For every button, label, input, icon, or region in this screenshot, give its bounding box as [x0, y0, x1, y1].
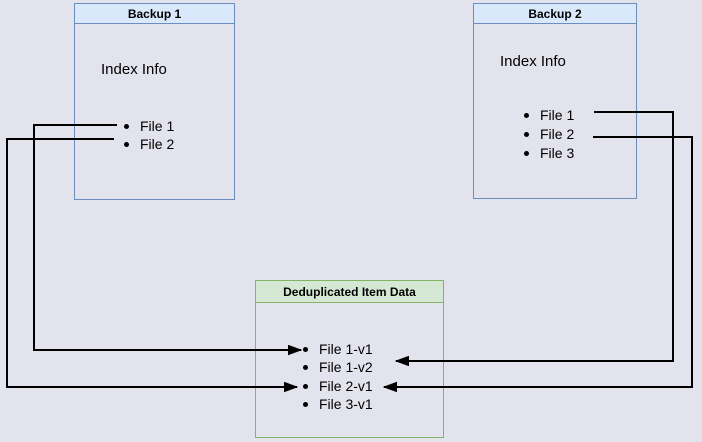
backup2-title: Backup 2: [528, 7, 582, 21]
dedup-file-1-v1-row: File 1-v1: [303, 340, 373, 358]
backup2-box: Backup 2: [473, 3, 637, 199]
backup2-header: Backup 2: [474, 4, 636, 24]
file-label: File 2: [140, 136, 175, 152]
dedup-header: Deduplicated Item Data: [256, 281, 443, 303]
file-label: File 1: [540, 107, 575, 123]
backup2-subtitle: Index Info: [500, 53, 566, 70]
file-label: File 2: [540, 126, 575, 142]
backup1-file-2-row: File 2: [124, 135, 174, 153]
backup2-file-3-row: File 3: [524, 144, 574, 162]
backup1-box: Backup 1: [74, 3, 235, 200]
dedup-title: Deduplicated Item Data: [283, 285, 416, 299]
dedup-file-3-v1-row: File 3-v1: [303, 395, 373, 413]
bullet-icon: [303, 364, 308, 370]
bullet-icon: [303, 383, 308, 389]
dedup-file-1-v2-row: File 1-v2: [303, 358, 373, 376]
bullet-icon: [524, 112, 529, 118]
item-label: File 3-v1: [319, 396, 373, 412]
backup1-subtitle: Index Info: [101, 61, 167, 78]
bullet-icon: [524, 131, 529, 137]
backup1-header: Backup 1: [75, 4, 234, 24]
file-label: File 3: [540, 145, 575, 161]
bullet-icon: [124, 123, 129, 129]
item-label: File 2-v1: [319, 378, 373, 394]
backup1-file-1-row: File 1: [124, 117, 174, 135]
bullet-icon: [303, 346, 308, 352]
item-label: File 1-v1: [319, 341, 373, 357]
bullet-icon: [303, 401, 308, 407]
dedup-file-2-v1-row: File 2-v1: [303, 377, 373, 395]
backup2-file-2-row: File 2: [524, 125, 574, 143]
bullet-icon: [124, 141, 129, 147]
file-label: File 1: [140, 118, 175, 134]
backup1-title: Backup 1: [127, 7, 182, 21]
bullet-icon: [524, 150, 529, 156]
backup2-file-1-row: File 1: [524, 106, 574, 124]
item-label: File 1-v2: [319, 359, 373, 375]
